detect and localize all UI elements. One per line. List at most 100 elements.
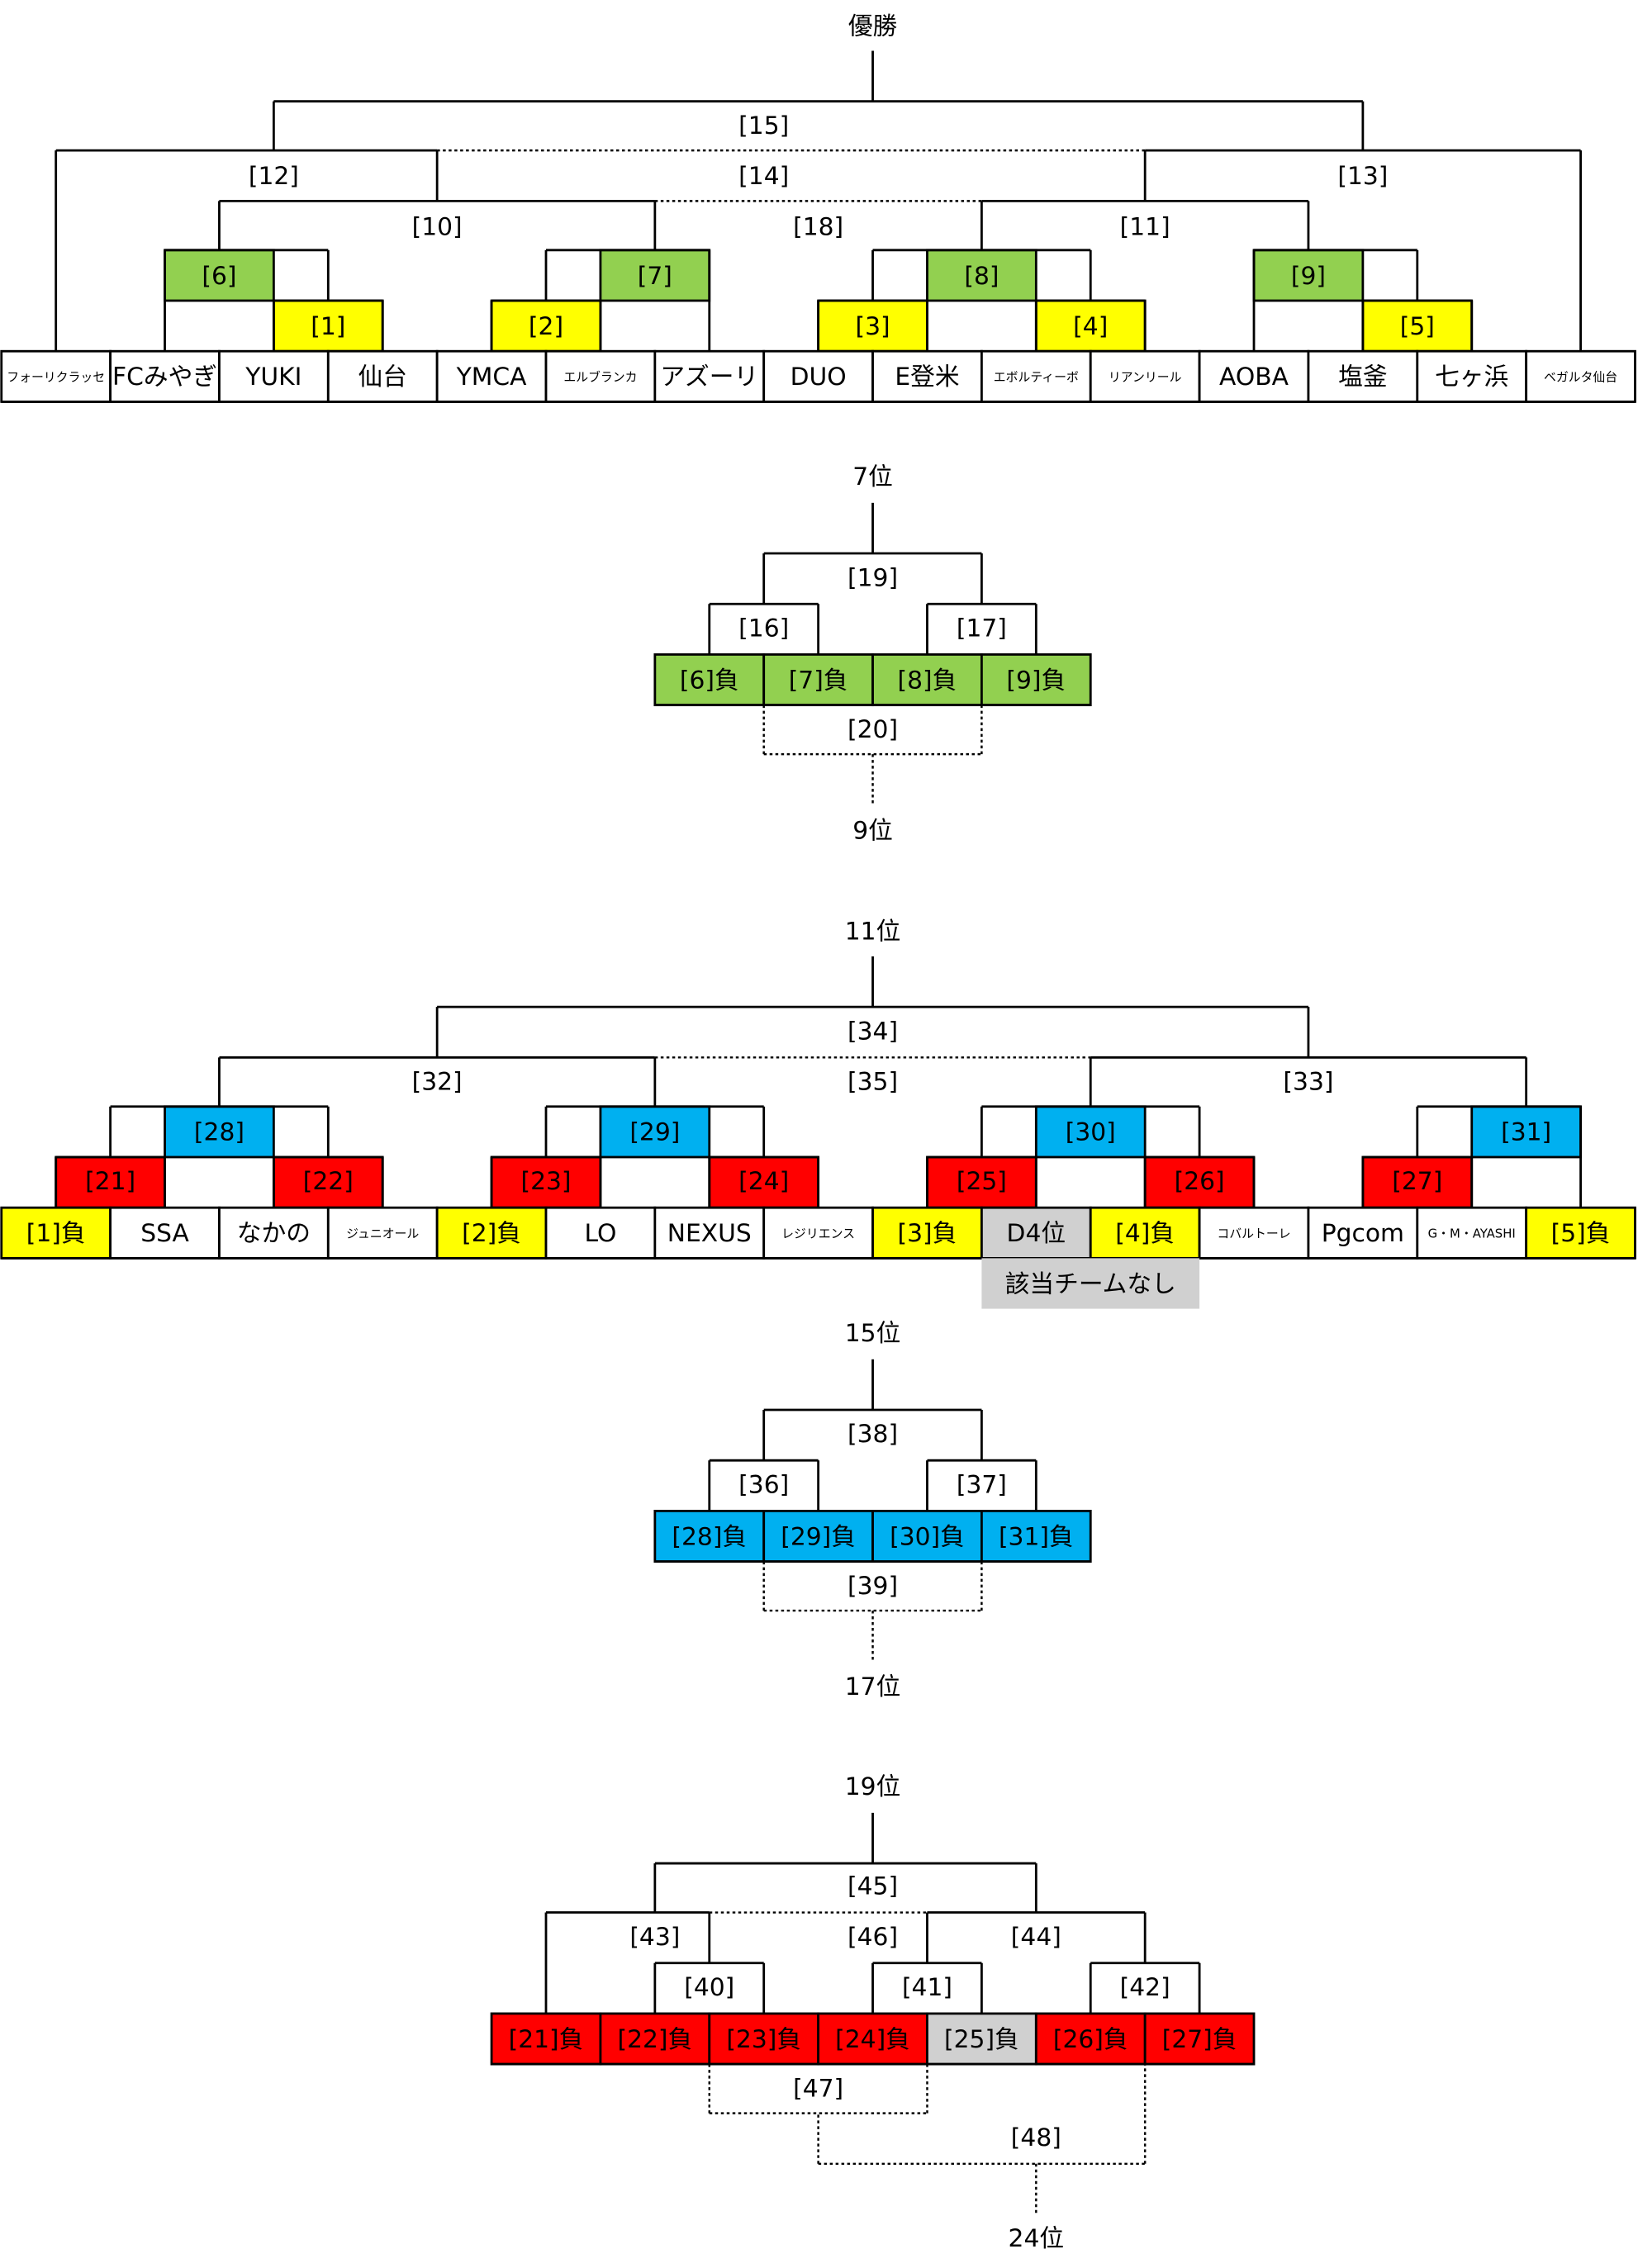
match-cell-30 [1034, 1105, 1147, 1159]
team-name: LO [584, 1219, 616, 1248]
match-label-7: [7] [638, 262, 672, 291]
match-cell-23 [490, 1155, 602, 1209]
match-label-47: [47] [793, 2074, 843, 2103]
match-label-11: [11] [1120, 212, 1170, 241]
team-name: [1]負 [26, 1219, 86, 1248]
team-cell [435, 349, 548, 403]
team-cell [1307, 1206, 1419, 1260]
title-nineteenth-bottom: 24位 [1009, 2224, 1065, 2253]
team-name: [24]負 [835, 2025, 910, 2054]
match-label-42: [42] [1120, 1973, 1170, 2002]
match-label-21: [21] [85, 1167, 135, 1196]
match-label-12: [12] [249, 162, 299, 191]
match-label-37: [37] [957, 1470, 1007, 1499]
team-name: [2]負 [462, 1219, 521, 1248]
team-name: リアンリール [1109, 370, 1182, 385]
team-name: [31]負 [999, 1522, 1074, 1551]
team-name: NEXUS [667, 1219, 752, 1248]
match-cell-3 [817, 299, 928, 353]
team-cell [762, 1206, 874, 1260]
match-label-15: [15] [738, 112, 789, 140]
team-name: コバルトーレ [1217, 1227, 1290, 1241]
team-name: エルブランカ [563, 370, 637, 385]
team-name: [9]負 [1006, 666, 1066, 695]
team-cell [762, 1510, 874, 1563]
match-label-38: [38] [847, 1420, 898, 1449]
match-label-36: [36] [738, 1470, 789, 1499]
title-fifteenth-bottom: 17位 [845, 1673, 901, 1701]
match-label-2: [2] [529, 312, 563, 341]
match-label-5: [5] [1400, 312, 1435, 341]
team-name: D4位 [1007, 1219, 1066, 1248]
match-cell-8 [926, 249, 1037, 302]
team-name: [3]負 [898, 1219, 957, 1248]
team-name: 七ヶ浜 [1435, 363, 1508, 391]
match-label-45: [45] [847, 1872, 898, 1901]
team-name: [29]負 [781, 1522, 856, 1551]
team-name: [4]負 [1115, 1219, 1175, 1248]
team-cell [326, 1206, 439, 1260]
match-label-25: [25] [957, 1167, 1007, 1196]
team-cell [980, 349, 1092, 403]
match-label-8: [8] [964, 262, 999, 291]
match-label-28: [28] [194, 1118, 245, 1147]
team-cell [980, 653, 1092, 707]
team-cell [1198, 1206, 1310, 1260]
team-name: ジュニオール [346, 1227, 419, 1241]
match-label-10: [10] [412, 212, 463, 241]
no-team-note: 該当チームなし [1005, 1269, 1176, 1298]
team-name: 塩釜 [1338, 363, 1387, 391]
team-name: G・M・AYASHI [1428, 1227, 1516, 1241]
team-cell [980, 1510, 1092, 1563]
match-label-48: [48] [1011, 2123, 1061, 2152]
no-team-note-box [981, 1258, 1200, 1309]
match-label-24: [24] [738, 1167, 789, 1196]
team-cell [544, 349, 657, 403]
match-label-1: [1] [311, 312, 345, 341]
team-name: Pgcom [1322, 1219, 1404, 1248]
match-label-16: [16] [738, 614, 789, 643]
team-name: [5]負 [1551, 1219, 1611, 1248]
team-name: AOBA [1219, 363, 1289, 391]
match-label-17: [17] [957, 614, 1007, 643]
match-cell-21 [55, 1155, 166, 1209]
team-cell [1143, 2012, 1256, 2066]
team-name: なかの [237, 1219, 311, 1248]
team-cell [817, 2012, 928, 2066]
team-cell [1307, 349, 1419, 403]
team-cell [653, 653, 766, 707]
match-label-35: [35] [847, 1068, 898, 1097]
match-label-39: [39] [847, 1572, 898, 1601]
team-name: E登米 [895, 363, 959, 391]
team-name: [30]負 [890, 1522, 965, 1551]
match-label-32: [32] [412, 1068, 463, 1097]
team-cell [708, 2012, 820, 2066]
match-label-26: [26] [1175, 1167, 1225, 1196]
match-label-9: [9] [1291, 262, 1326, 291]
team-cell [1198, 349, 1310, 403]
match-label-20: [20] [847, 715, 898, 744]
title-eleventh: 11位 [845, 918, 901, 947]
match-label-44: [44] [1011, 1923, 1061, 1952]
team-name: [25]負 [944, 2025, 1019, 2054]
team-cell [490, 2012, 602, 2066]
team-name: アズーリ [660, 363, 758, 391]
match-label-46: [46] [847, 1923, 898, 1952]
team-name: [27]負 [1162, 2025, 1237, 2054]
team-name: YUKI [245, 363, 301, 391]
match-label-30: [30] [1066, 1118, 1116, 1147]
match-cell-27 [1361, 1155, 1474, 1209]
match-label-34: [34] [847, 1017, 898, 1046]
team-cell [218, 1206, 330, 1260]
match-label-18: [18] [793, 212, 843, 241]
team-name: レジリエンス [781, 1227, 855, 1241]
title-fifteenth: 15位 [845, 1319, 901, 1348]
match-label-40: [40] [684, 1973, 734, 2002]
team-name: [23]負 [726, 2025, 801, 2054]
match-label-4: [4] [1073, 312, 1108, 341]
team-name: YMCA [456, 363, 528, 391]
team-cell [980, 1206, 1092, 1260]
team-name: [28]負 [672, 1522, 747, 1551]
team-name: [7]負 [789, 666, 848, 695]
